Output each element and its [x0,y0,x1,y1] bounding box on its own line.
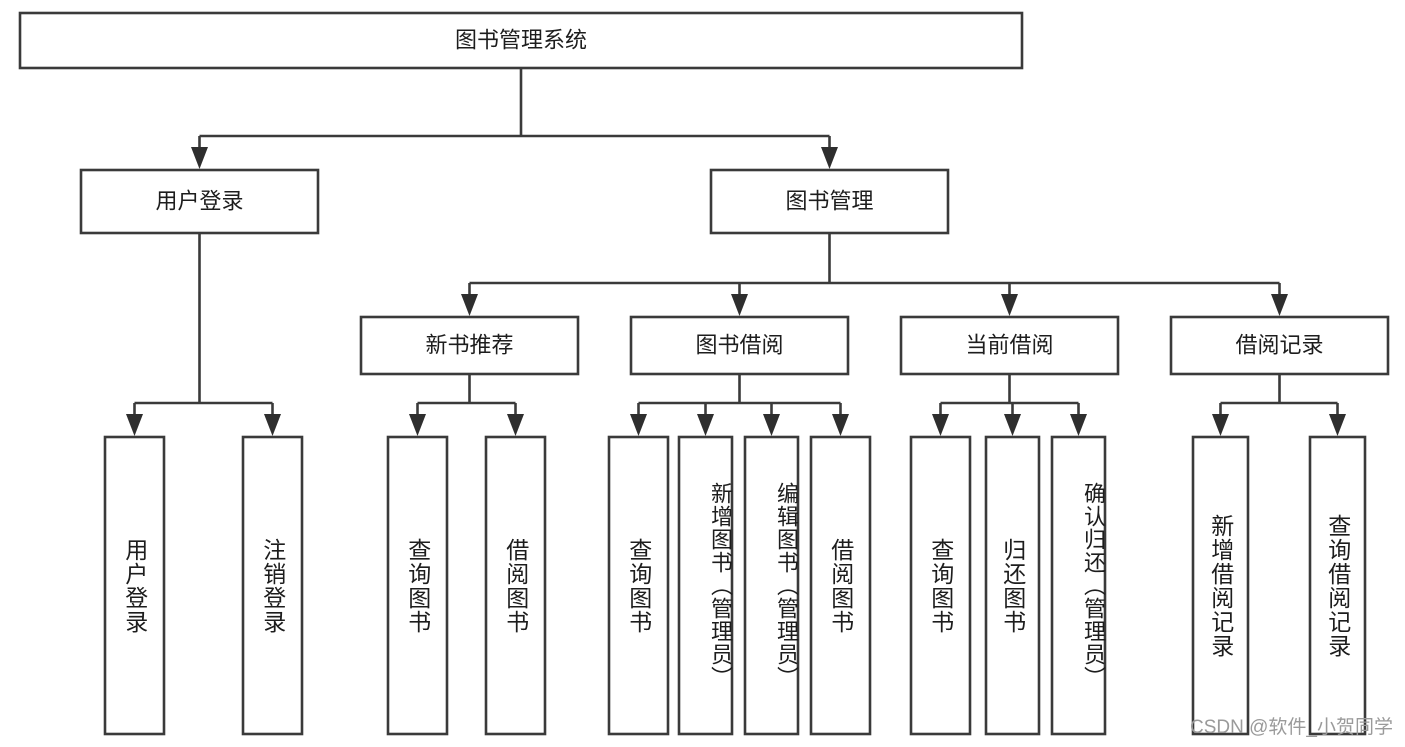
arrow-head-icon [507,414,524,436]
arrow-head-icon [763,414,780,436]
arrow-head-icon [1070,414,1087,436]
connector-group-新书推荐 [409,374,524,436]
node-box-查询图书[interactable] [607,435,670,736]
node-box-编辑图书管理员[interactable] [743,435,800,736]
node-box-新书推荐[interactable] [359,315,580,376]
node-box-layer [18,11,1390,736]
node-label-新书推荐: 新书推荐 [425,332,513,357]
node-box-查询借阅记录[interactable] [1308,435,1367,736]
node-label-借阅记录: 借阅记录 [1235,332,1323,357]
arrow-head-icon [461,294,478,316]
node-label-用户登录: 用户登录 [155,188,243,213]
arrow-head-icon [1004,414,1021,436]
connector-group-借阅记录 [1212,374,1346,436]
connector-group-用户登录 [126,233,281,436]
arrow-head-icon [1001,294,1018,316]
node-box-图书借阅[interactable] [629,315,850,376]
arrow-head-icon [264,414,281,436]
arrow-head-icon [191,147,208,169]
node-box-借阅图书[interactable] [484,435,547,736]
node-box-注销登录[interactable] [241,435,304,736]
arrow-head-icon [1271,294,1288,316]
arrow-head-icon [821,147,838,169]
node-box-图书管理[interactable] [709,168,950,235]
node-box-用户登录[interactable] [103,435,166,736]
node-box-用户登录[interactable] [79,168,320,235]
connector-group-图书管理系统 [191,68,838,169]
connector-group-图书管理 [461,233,1288,316]
arrow-head-icon [731,294,748,316]
node-box-当前借阅[interactable] [899,315,1120,376]
node-box-归还图书[interactable] [984,435,1041,736]
connector-group-当前借阅 [932,374,1087,436]
node-label-图书管理: 图书管理 [785,188,873,213]
node-label-当前借阅: 当前借阅 [965,332,1053,357]
arrow-head-icon [630,414,647,436]
connector-group-图书借阅 [630,374,849,436]
arrow-head-icon [832,414,849,436]
arrow-head-icon [1212,414,1229,436]
arrow-head-icon [932,414,949,436]
node-box-新增图书管理员[interactable] [677,435,734,736]
arrow-head-icon [1329,414,1346,436]
arrow-head-icon [126,414,143,436]
node-box-图书管理系统[interactable] [18,11,1024,70]
arrow-head-icon [697,414,714,436]
node-box-借阅图书[interactable] [809,435,872,736]
node-label-图书借阅: 图书借阅 [695,332,783,357]
node-box-查询图书[interactable] [386,435,449,736]
watermark-text: CSDN @软件_小贺同学 [1190,717,1393,738]
node-label-图书管理系统: 图书管理系统 [455,27,587,52]
connector-layer [126,68,1346,436]
node-box-查询图书[interactable] [909,435,972,736]
arrow-head-icon [409,414,426,436]
node-box-借阅记录[interactable] [1169,315,1390,376]
node-box-确认归还管理员[interactable] [1050,435,1107,736]
node-box-新增借阅记录[interactable] [1191,435,1250,736]
